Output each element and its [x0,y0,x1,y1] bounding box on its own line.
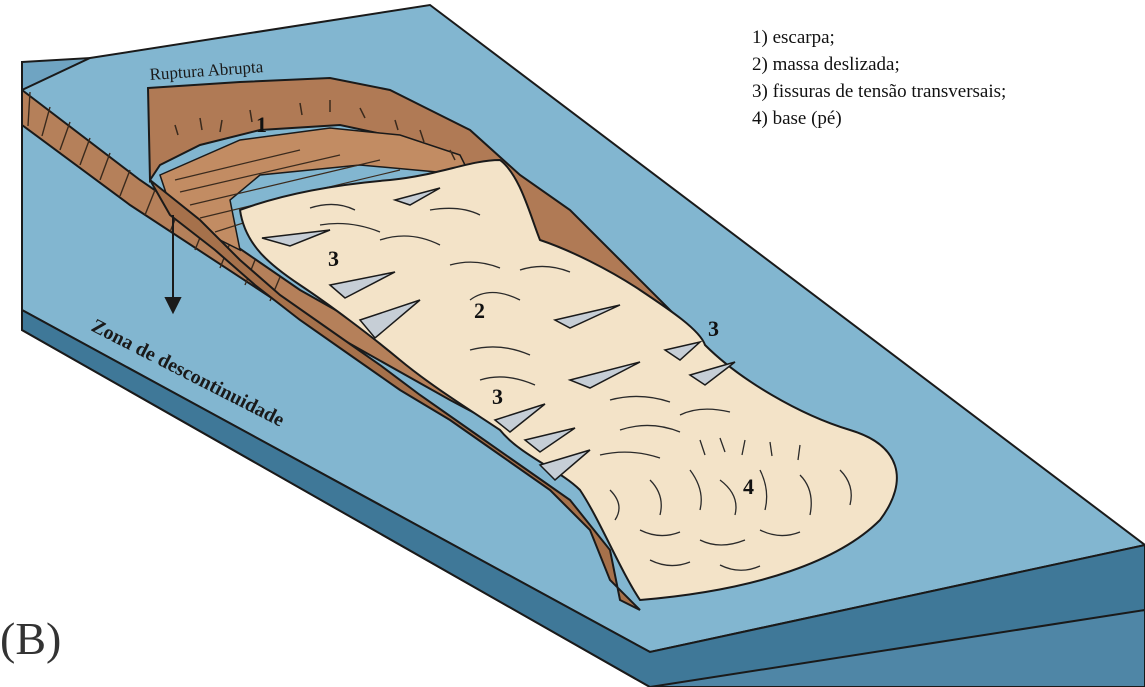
marker-2: 2 [474,298,485,323]
legend-item-escarpa: 1) escarpa; [752,24,1006,51]
marker-4: 4 [743,474,754,499]
panel-label: (B) [0,612,61,665]
marker-3b: 3 [708,316,719,341]
legend-item-fissuras: 3) fissuras de tensão transversais; [752,78,1006,105]
legend-item-massa: 2) massa deslizada; [752,51,1006,78]
legend: 1) escarpa; 2) massa deslizada; 3) fissu… [752,24,1006,132]
marker-3a: 3 [328,246,339,271]
marker-1: 1 [256,112,267,137]
marker-3c: 3 [492,384,503,409]
legend-item-base: 4) base (pé) [752,105,1006,132]
